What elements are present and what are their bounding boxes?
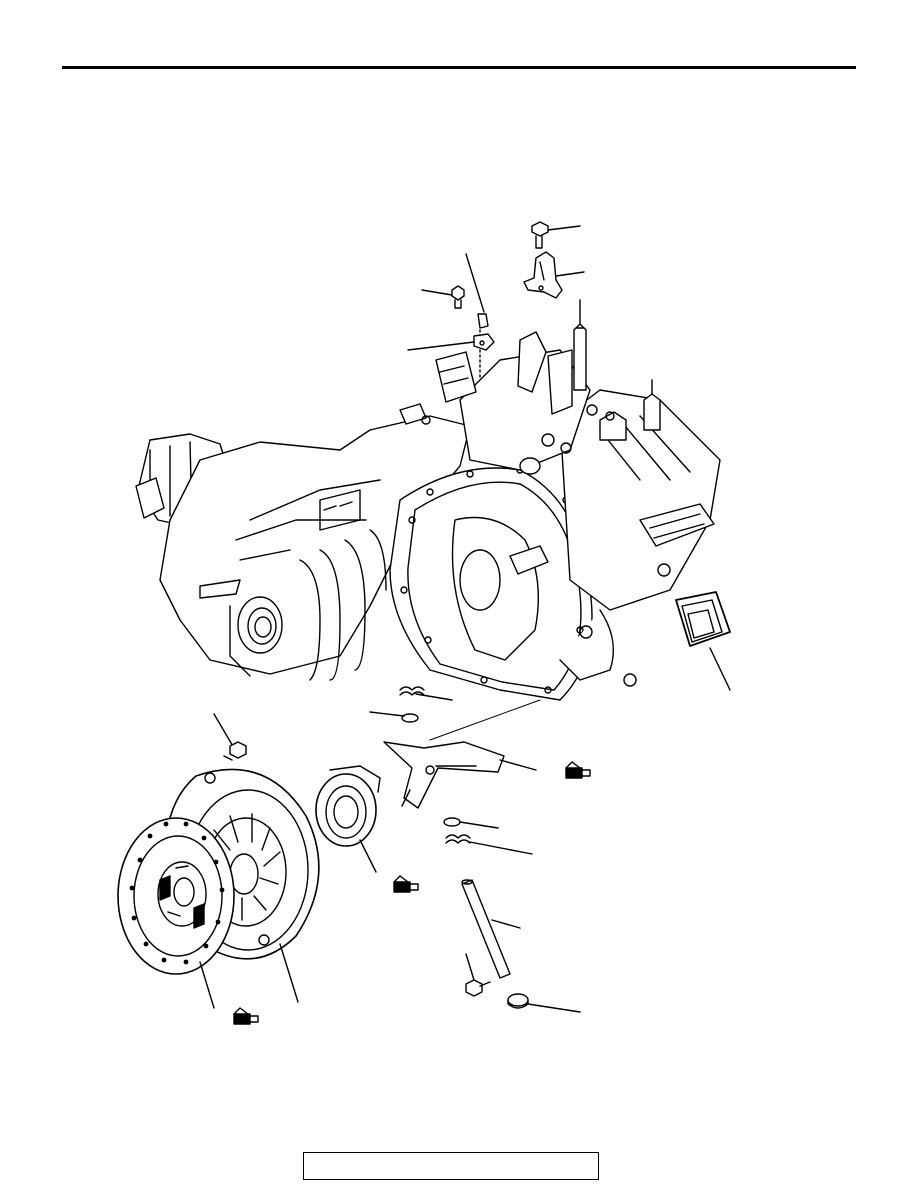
clutch-disc: [117, 817, 235, 1009]
footer-page-box: [303, 1152, 599, 1180]
packing: [507, 993, 581, 1013]
top-bolt: [531, 221, 581, 249]
grease-symbol-3: [233, 1007, 259, 1025]
lower-bolt: [465, 953, 491, 997]
release-bearing: [315, 765, 381, 873]
assembly-guide-line: [429, 699, 541, 741]
washer-2: [443, 817, 499, 829]
top-bracket: [523, 251, 585, 299]
small-bolt: [421, 285, 465, 309]
grease-symbol-1: [565, 761, 591, 779]
dust-boot: [675, 591, 731, 691]
disc-rivets: [129, 821, 225, 965]
washer-1: [369, 711, 419, 723]
spring-1: [399, 686, 453, 701]
transaxle-case: [135, 299, 721, 701]
shaft: [461, 879, 521, 979]
spring-2: [445, 834, 533, 855]
header-rule: [62, 66, 856, 69]
grease-symbol-2: [393, 875, 419, 893]
release-fork: [383, 741, 537, 809]
left-bolt: [213, 713, 247, 761]
mid-bracket: [407, 333, 495, 351]
